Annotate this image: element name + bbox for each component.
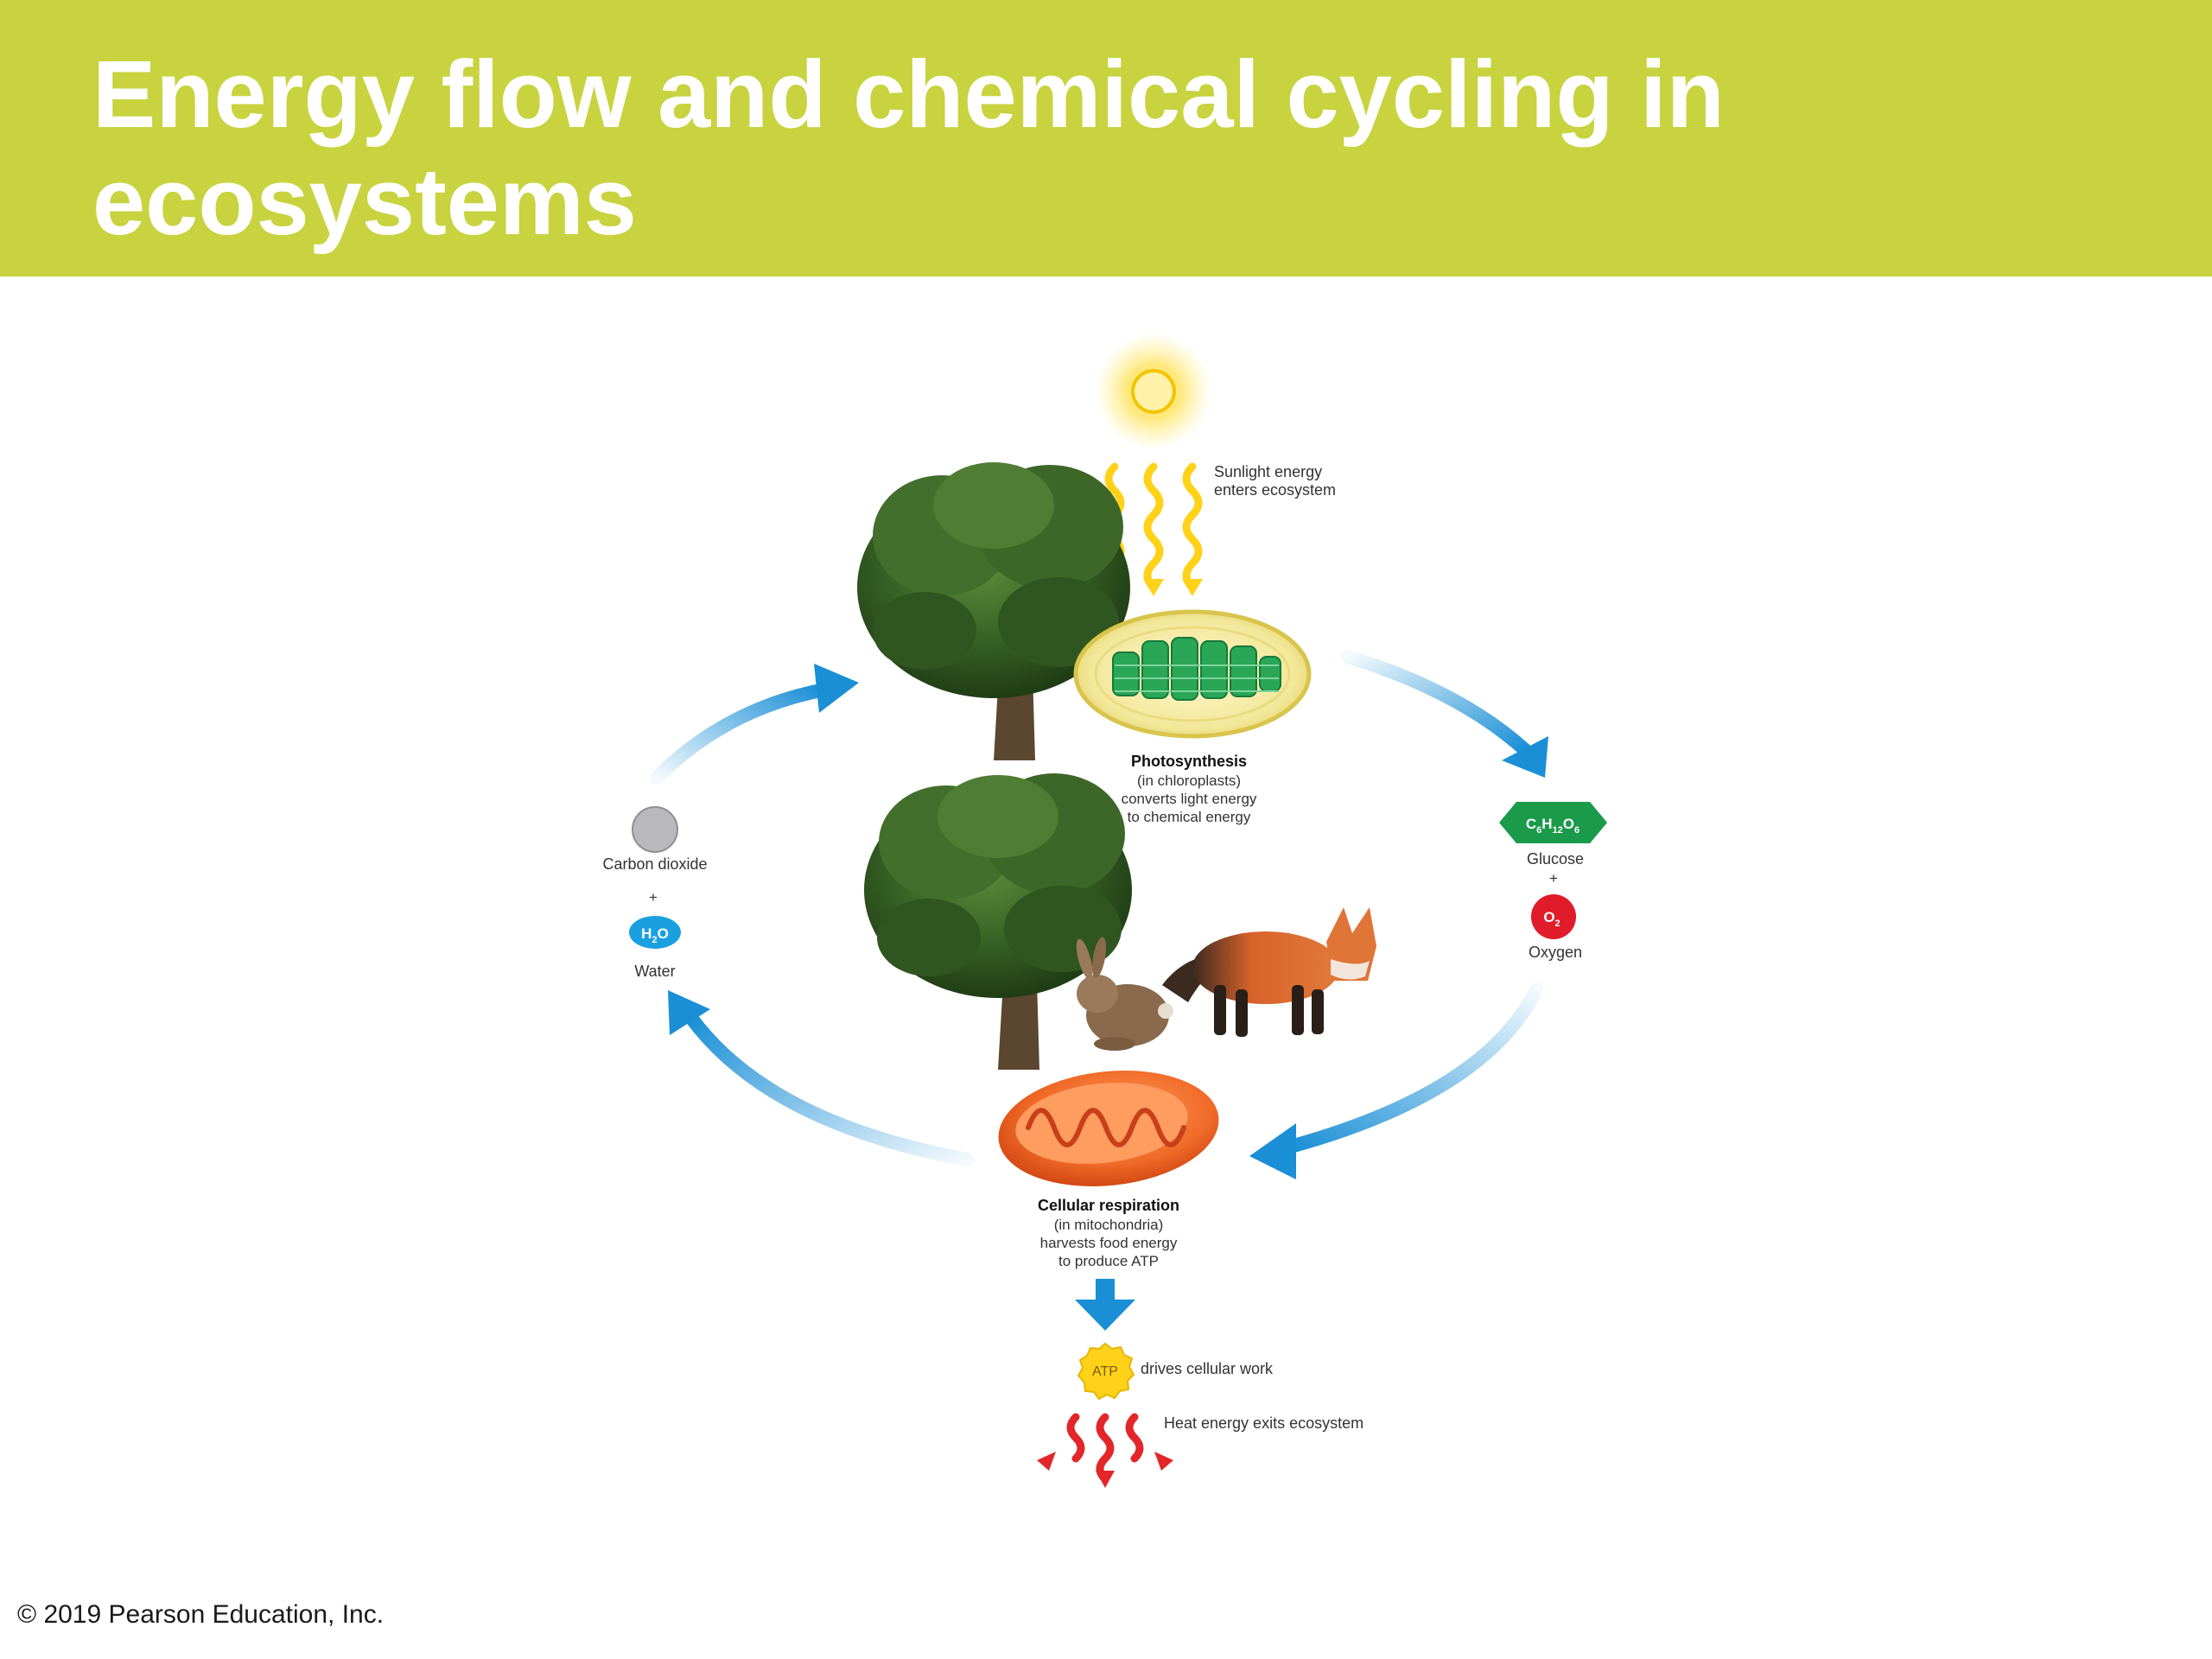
tree-icon (857, 462, 1130, 760)
photosynthesis-line1: (in chloroplasts) (1137, 772, 1241, 789)
svg-text:C6H12O6: C6H12O6 (1526, 816, 1580, 836)
sun-icon (1095, 333, 1212, 450)
photosynthesis-line3: to chemical energy (1128, 809, 1251, 825)
right-plus-sign: + (1549, 870, 1558, 887)
down-arrow-icon (1075, 1279, 1135, 1331)
chloroplast-icon (1073, 609, 1312, 739)
cycle-arrow-bottom-left (668, 990, 975, 1166)
slide-title: Energy flow and chemical cycling in ecos… (92, 41, 1725, 255)
sunlight-label-line2: enters ecosystem (1214, 481, 1336, 499)
svg-text:O2: O2 (1543, 909, 1560, 929)
respiration-line2: harvests food energy (1040, 1235, 1178, 1251)
mitochondrion-icon (998, 1071, 1219, 1186)
oxygen-molecule-icon: O2 (1531, 894, 1576, 939)
oxygen-label: Oxygen (1529, 944, 1582, 961)
svg-text:H2O: H2O (641, 925, 669, 945)
photosynthesis-heading: Photosynthesis (1131, 753, 1247, 770)
cycle-arrow-top-left (650, 664, 859, 785)
respiration-heading: Cellular respiration (1038, 1197, 1179, 1214)
atp-icon: ATP (1077, 1342, 1135, 1401)
sunlight-label-line1: Sunlight energy (1214, 463, 1322, 480)
glucose-label: Glucose (1527, 850, 1584, 868)
photosynthesis-line2: converts light energy (1122, 791, 1257, 807)
cycle-arrow-top-right (1341, 650, 1548, 778)
title-banner: Energy flow and chemical cycling in ecos… (0, 0, 2212, 276)
carbon-dioxide-icon (632, 806, 678, 853)
rabbit-icon (1076, 937, 1173, 1051)
copyright-footer: © 2019 Pearson Education, Inc. (17, 1600, 385, 1629)
glucose-molecule-icon: C6H12O6 (1499, 802, 1607, 843)
cycle-arrow-bottom-right (1249, 982, 1543, 1179)
water-molecule-icon: H2O (629, 916, 681, 949)
heat-wave-icon (1037, 1413, 1173, 1488)
svg-text:ATP: ATP (1092, 1364, 1118, 1379)
tree-icon (864, 773, 1132, 1070)
carbon-dioxide-label: Carbon dioxide (602, 855, 707, 873)
left-plus-sign: + (649, 889, 658, 906)
atp-label: drives cellular work (1141, 1360, 1274, 1377)
heat-label: Heat energy exits ecosystem (1164, 1414, 1363, 1432)
water-label: Water (634, 963, 675, 980)
respiration-line1: (in mitochondria) (1054, 1217, 1164, 1233)
respiration-line3: to produce ATP (1058, 1253, 1159, 1269)
fox-icon (1162, 907, 1376, 1037)
